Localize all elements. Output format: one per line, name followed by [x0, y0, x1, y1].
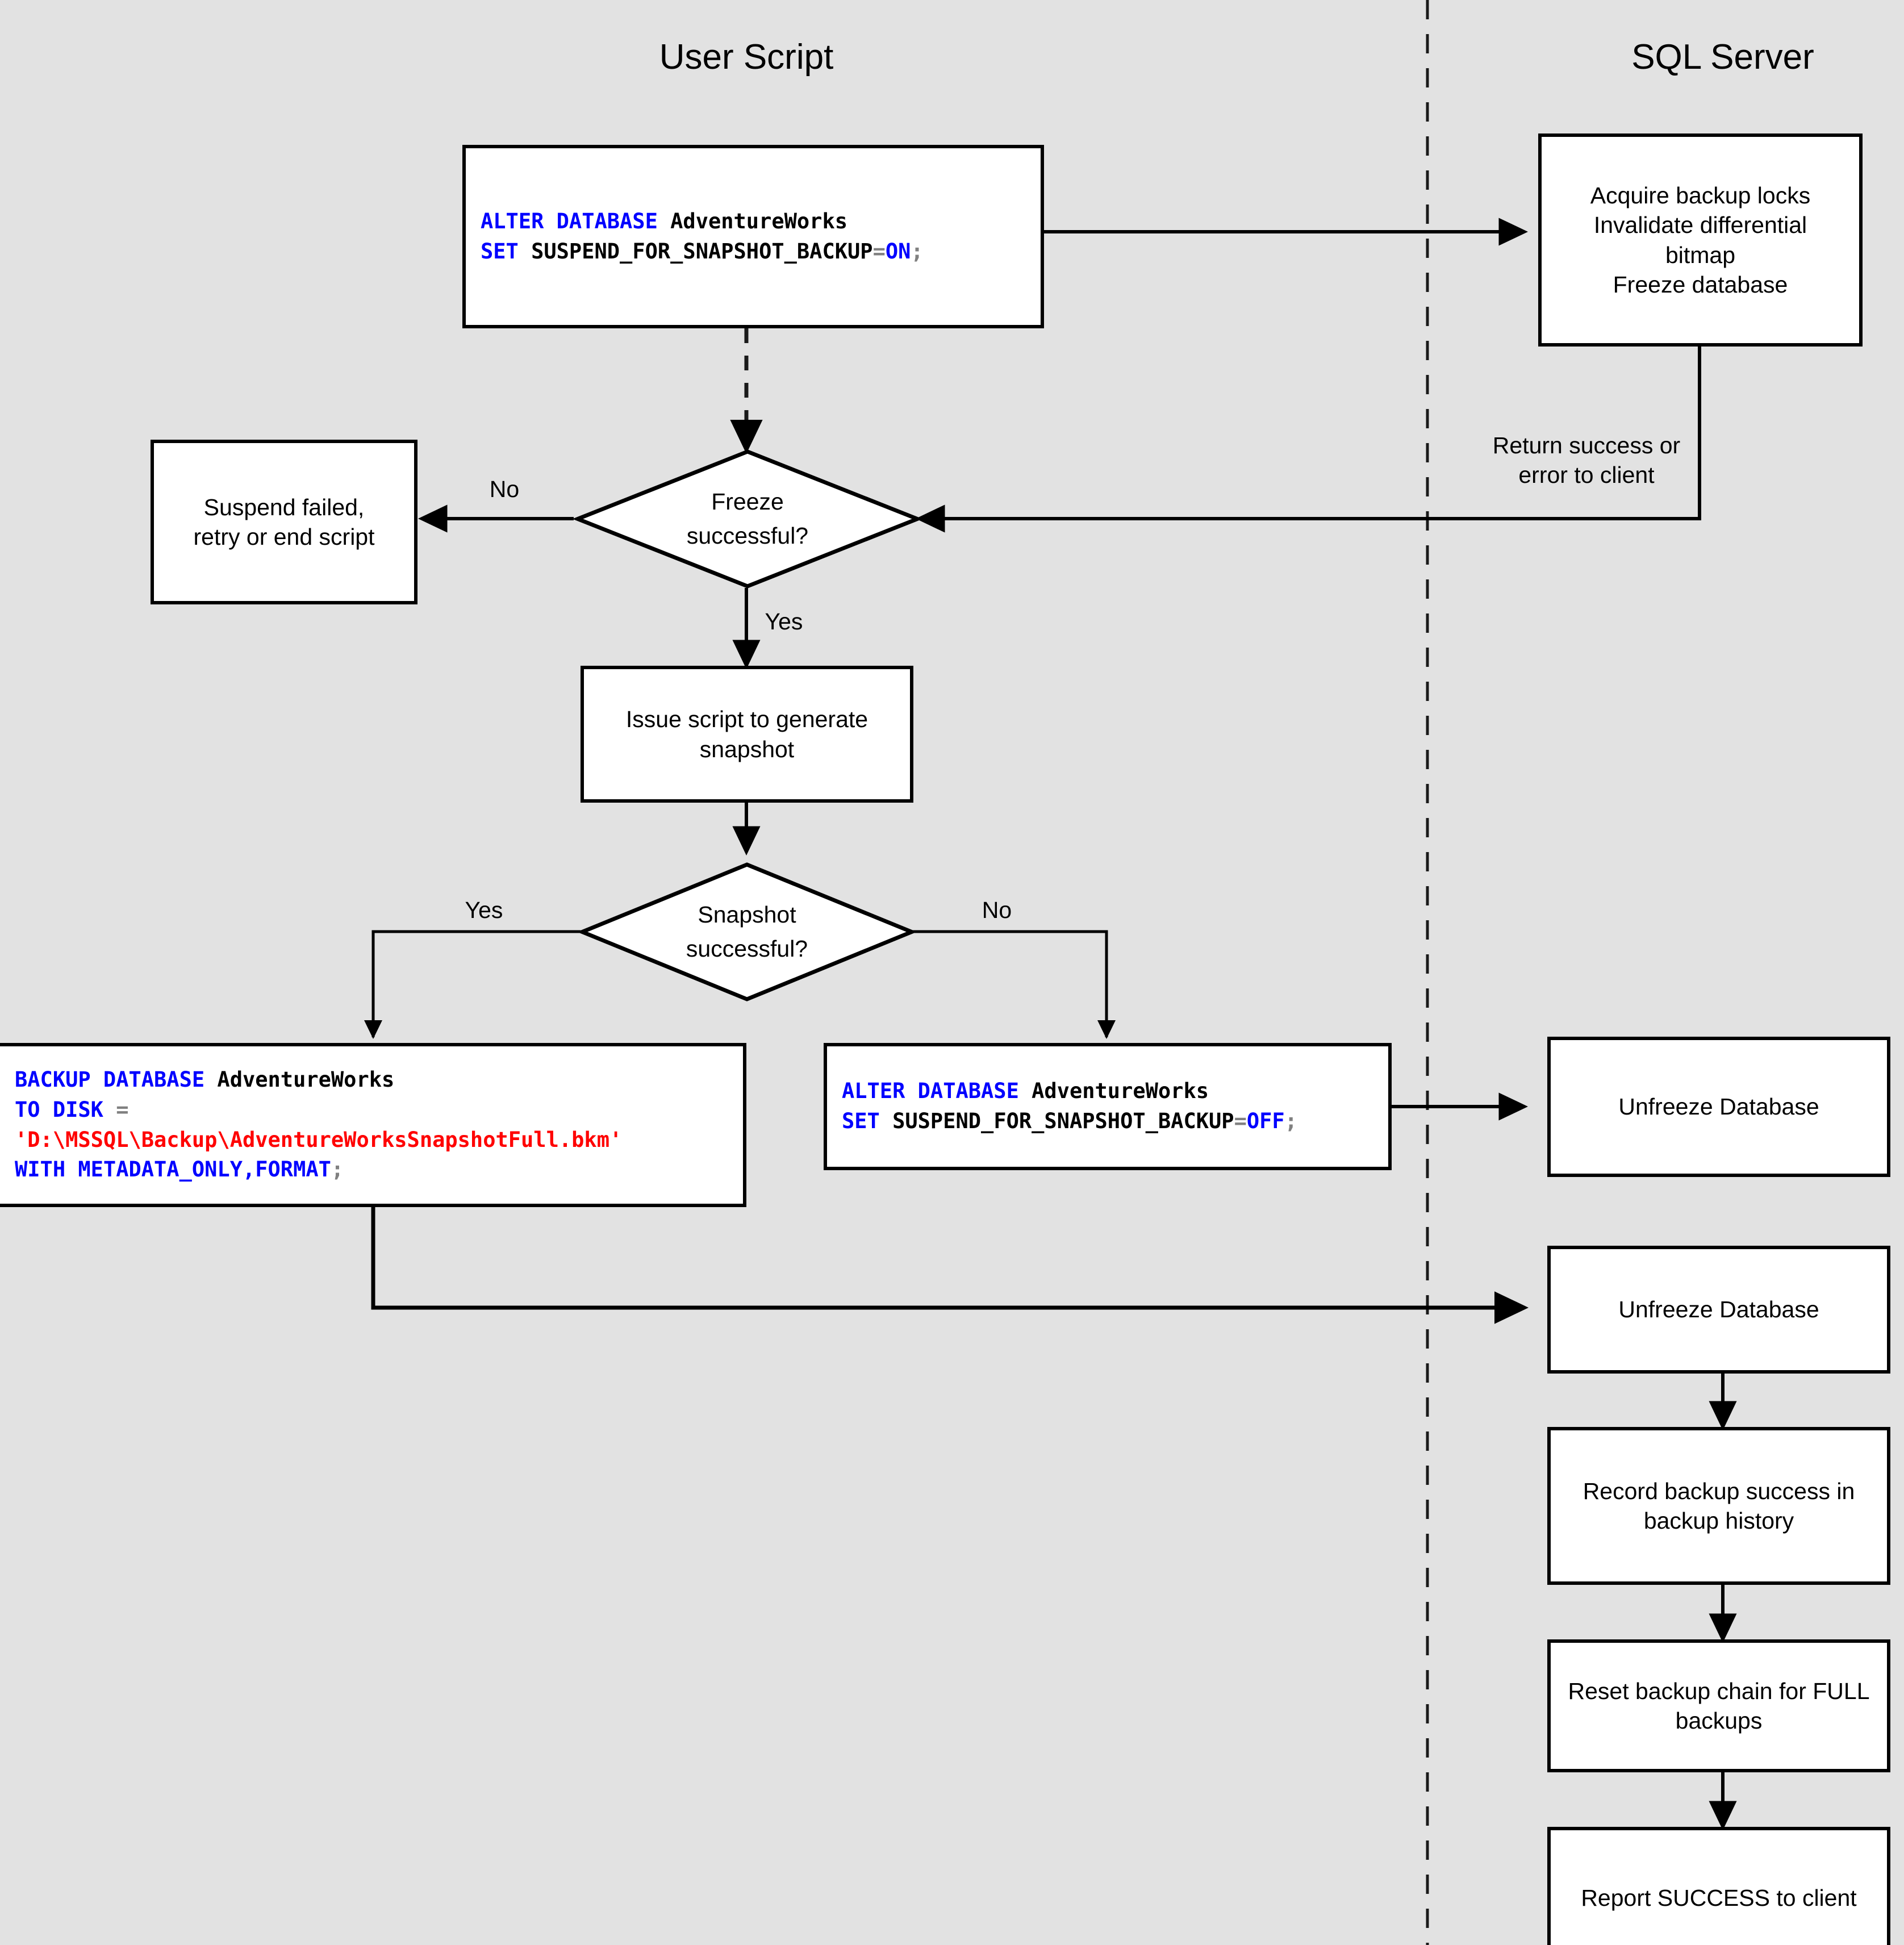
node-acquire-backup-locks-label: Acquire backup locks Invalidate differen…	[1590, 182, 1811, 298]
node-suspend-failed[interactable]: Suspend failed, retry or end script	[151, 440, 417, 604]
edge-label-freeze-no: No	[489, 476, 520, 502]
node-issue-script[interactable]: Issue script to generate snapshot	[581, 666, 913, 803]
node-unfreeze-database-2-label: Unfreeze Database	[1618, 1296, 1819, 1323]
node-freeze-successful-label: Freeze successful?	[686, 489, 809, 549]
node-unfreeze-database-2[interactable]: Unfreeze Database	[1547, 1246, 1890, 1374]
code-alter-off: ALTER DATABASE AdventureWorks SET SUSPEN…	[842, 1079, 1297, 1133]
node-freeze-successful[interactable]: Freeze successful?	[572, 449, 923, 588]
node-issue-script-label: Issue script to generate snapshot	[625, 706, 869, 762]
edge-label-freeze-yes: Yes	[765, 608, 803, 635]
node-unfreeze-database-1[interactable]: Unfreeze Database	[1547, 1037, 1890, 1177]
node-report-success[interactable]: Report SUCCESS to client	[1547, 1827, 1890, 1945]
node-snapshot-successful[interactable]: Snapshot successful?	[577, 862, 917, 1001]
code-alter-on: ALTER DATABASE AdventureWorks SET SUSPEN…	[481, 208, 924, 264]
node-reset-backup-chain-label: Reset backup chain for FULL backups	[1568, 1677, 1870, 1734]
node-record-backup-success-label: Record backup success in backup history	[1583, 1477, 1855, 1534]
node-backup-database[interactable]: BACKUP DATABASE AdventureWorks TO DISK =…	[0, 1043, 746, 1207]
edge-label-snapshot-no: No	[982, 897, 1012, 923]
node-alter-database-suspend-off[interactable]: ALTER DATABASE AdventureWorks SET SUSPEN…	[824, 1043, 1392, 1170]
node-alter-database-suspend-on[interactable]: ALTER DATABASE AdventureWorks SET SUSPEN…	[462, 145, 1044, 328]
node-record-backup-success[interactable]: Record backup success in backup history	[1547, 1427, 1890, 1585]
node-unfreeze-database-1-label: Unfreeze Database	[1618, 1093, 1819, 1120]
node-snapshot-successful-label: Snapshot successful?	[686, 901, 808, 962]
code-backup-database: BACKUP DATABASE AdventureWorks TO DISK =…	[15, 1067, 623, 1182]
lane-title-user-script: User Script	[659, 37, 834, 77]
lane-title-sql-server: SQL Server	[1631, 37, 1814, 77]
node-reset-backup-chain[interactable]: Reset backup chain for FULL backups	[1547, 1639, 1890, 1772]
node-suspend-failed-label: Suspend failed, retry or end script	[193, 494, 375, 550]
node-report-success-label: Report SUCCESS to client	[1581, 1884, 1857, 1911]
node-acquire-backup-locks[interactable]: Acquire backup locks Invalidate differen…	[1538, 133, 1863, 347]
edge-label-return-success: Return success or error to client	[1492, 432, 1681, 489]
edge-label-snapshot-yes: Yes	[465, 897, 503, 923]
